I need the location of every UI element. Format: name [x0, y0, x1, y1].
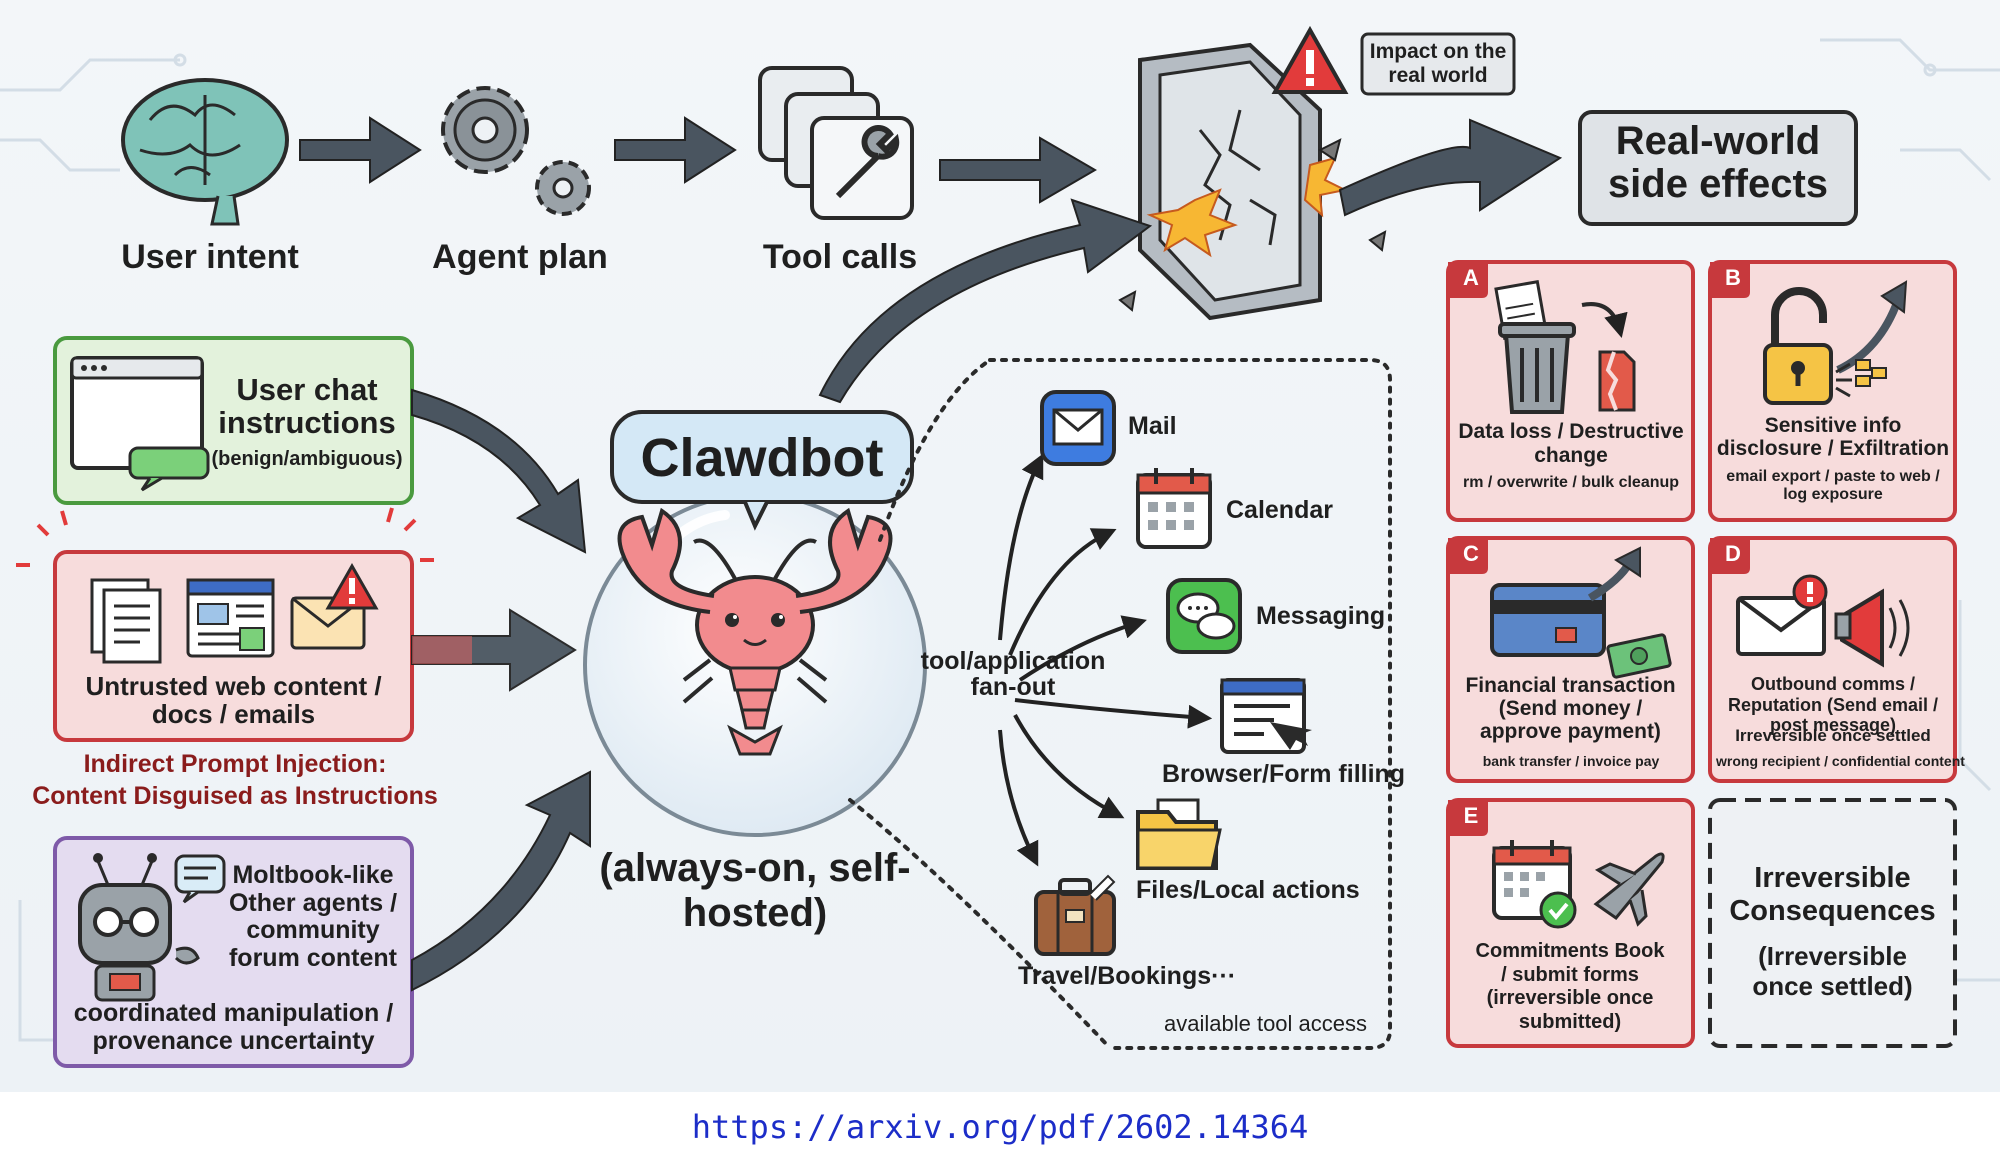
- documents-icon: [90, 578, 162, 664]
- arrow-userchat-to-agent: [411, 388, 587, 554]
- agent-subtitle: (always-on, self-hosted): [599, 846, 911, 935]
- label-impact: Impact on the real world: [1369, 40, 1507, 87]
- label-agent-plan: Agent plan: [432, 238, 608, 276]
- effect-a-title: Data loss / Destructive change: [1458, 420, 1684, 467]
- injection-caption-line2: Content Disguised as Instructions: [32, 782, 438, 810]
- tool-label-travel: Travel/Bookings···: [1018, 962, 1237, 990]
- effect-b-detail: email export / paste to web / log exposu…: [1726, 468, 1940, 504]
- trash-icon: [1494, 279, 1636, 414]
- fanout-arrows: [998, 453, 1213, 867]
- tool-label-mail: Mail: [1128, 412, 1177, 440]
- effect-d-detail2: wrong recipient / confidential content: [1716, 753, 1965, 769]
- effect-d-title: Outbound comms / Reputation (Send email …: [1727, 674, 1939, 736]
- effect-letter-tabs: [1448, 262, 1750, 836]
- tool-access-label: available tool access: [1164, 1011, 1368, 1036]
- wrench-icon: [758, 66, 914, 220]
- suitcase-icon: [1034, 874, 1116, 956]
- impact-label-box: [1360, 32, 1516, 96]
- calendar-icon: [1136, 468, 1212, 549]
- irreversible-subtitle: (Irreversible once settled): [1752, 941, 1913, 1001]
- other-agents-footer: coordinated manipulation / provenance un…: [73, 999, 394, 1055]
- megaphone-icon: [1736, 574, 1910, 668]
- irreversible-title: Irreversible Consequences: [1729, 862, 1936, 928]
- untrusted-title: Untrusted web content / docs / emails: [85, 671, 382, 730]
- browser-icon: [1220, 678, 1312, 754]
- injection-glow: [412, 636, 472, 664]
- broken-wall-icon: [1118, 42, 1387, 321]
- tool-label-calendar: Calendar: [1226, 496, 1333, 524]
- source-link[interactable]: https://arxiv.org/pdf/2602.14364: [691, 1108, 1309, 1146]
- fanout-label: tool/application fan-out: [920, 647, 1106, 702]
- tool-access-boundary: [988, 358, 1392, 1050]
- unlocked-padlock-icon: [1763, 280, 1908, 405]
- arrow-agents-to-agent: [411, 770, 591, 992]
- effect-c-title: Financial transaction (Send money / appr…: [1465, 674, 1676, 744]
- mail-icon: [1040, 390, 1116, 466]
- brain-icon: [121, 78, 289, 226]
- arrow-plan-to-tools: [614, 116, 737, 184]
- side-effects-box: [1578, 110, 1858, 226]
- effect-letter-b: B: [1725, 265, 1741, 290]
- diagram-artwork: [0, 25, 2000, 1068]
- arrow-wall-to-effects: [1338, 118, 1563, 217]
- effect-letter-a: A: [1463, 265, 1479, 290]
- booking-icon: [1492, 840, 1665, 929]
- agent-name: Clawdbot: [640, 428, 884, 488]
- robot-icon: [78, 853, 226, 1002]
- messaging-icon: [1166, 578, 1242, 654]
- warning-icon: [1271, 25, 1349, 94]
- arrow-agent-to-wall: [818, 198, 1153, 404]
- tool-label-browser: Browser/Form filling: [1162, 760, 1406, 788]
- effect-b-title: Sensitive info disclosure / Exfiltration: [1716, 414, 1950, 461]
- lobster-icon: [617, 507, 893, 756]
- effect-e-title: Commitments Book / submit forms (irrever…: [1475, 940, 1665, 1033]
- injection-caption-line1: Indirect Prompt Injection:: [83, 750, 387, 778]
- effect-a-detail: rm / overwrite / bulk cleanup: [1462, 474, 1680, 491]
- arrow-tools-to-wall: [939, 136, 1097, 204]
- effect-letter-e: E: [1463, 803, 1479, 828]
- user-chat-subtitle: (benign/ambiguous): [211, 448, 403, 470]
- label-tool-calls: Tool calls: [762, 238, 918, 276]
- tool-label-messaging: Messaging: [1256, 602, 1386, 630]
- chat-window-icon: [70, 356, 210, 492]
- label-side-effects: Real-world side effects: [1607, 119, 1829, 207]
- gear-icon: [441, 86, 591, 216]
- webpage-icon: [186, 578, 275, 658]
- diagram-panel: User intent Agent plan Tool calls Impact…: [0, 0, 2000, 1092]
- effect-letter-c: C: [1463, 541, 1479, 566]
- other-agents-title: Moltbook-like Other agents / community f…: [228, 861, 398, 972]
- user-chat-title: User chat instructions: [218, 372, 396, 440]
- effect-d-detail: Irreversible once settled: [1735, 726, 1931, 745]
- arrow-intent-to-plan: [299, 116, 422, 184]
- credit-card-icon: [1490, 546, 1672, 679]
- effect-c-detail: bank transfer / invoice pay: [1482, 753, 1660, 769]
- label-user-intent: User intent: [121, 238, 299, 276]
- tool-label-files: Files/Local actions: [1136, 876, 1360, 904]
- effect-letter-d: D: [1725, 541, 1741, 566]
- alert-sparks: [16, 507, 434, 567]
- folder-icon: [1136, 798, 1222, 870]
- envelope-icon: [290, 562, 379, 650]
